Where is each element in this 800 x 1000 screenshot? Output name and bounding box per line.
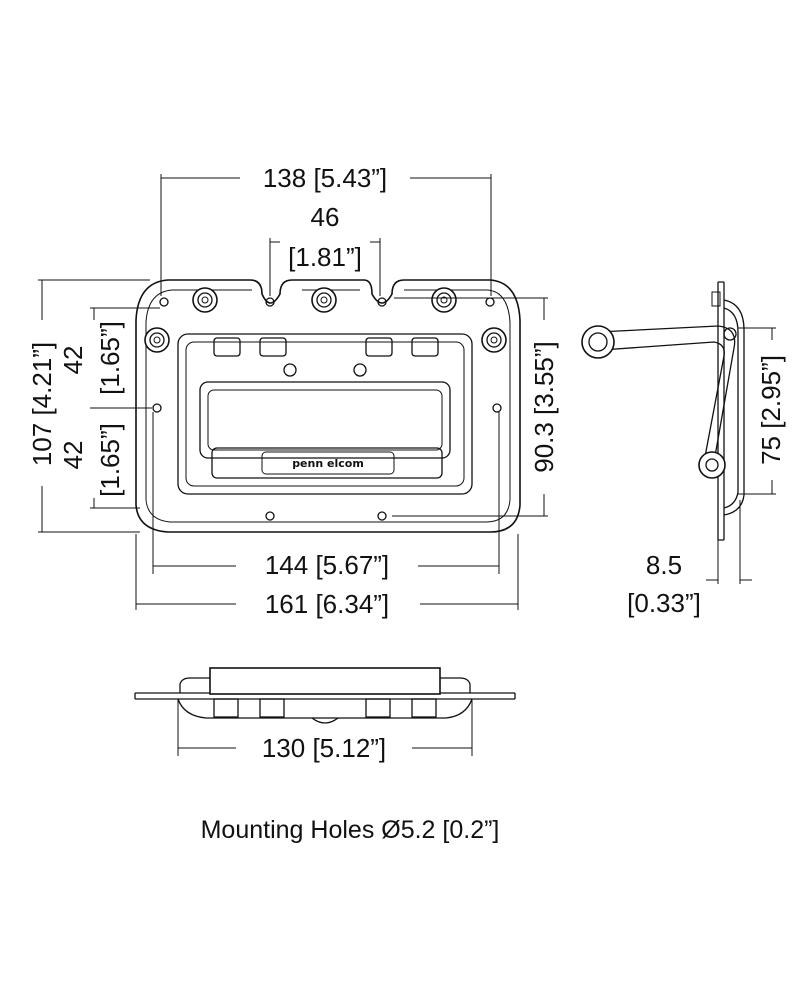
plan-view: 130 [5.12”] [134,667,516,763]
dim-bottom-width: 130 [5.12”] [177,700,473,763]
dim-upper-spacing: 42 [1.65”] [58,307,160,395]
dim-lower-spacing: 42 [1.65”] [58,407,152,509]
dim-top-width: 138 [5.43”] [160,163,492,296]
dim-side-height: 75 [2.95”] [738,327,786,495]
svg-text:75 [2.95”]: 75 [2.95”] [756,355,786,465]
bracket-tabs [213,337,439,357]
logo-bar [211,447,443,479]
dim-overall-height: 107 [4.21”] [27,279,150,533]
handle-recess-inner [185,341,465,487]
dim-overall-width: 161 [6.34”] [135,534,519,619]
handle-recess [177,333,473,495]
svg-text:[1.65”]: [1.65”] [95,423,125,497]
svg-text:144 [5.67”]: 144 [5.67”] [265,550,389,580]
svg-text:46: 46 [311,202,340,232]
dim-depth: 8.5 [0.33”] [627,500,752,618]
handle-grip [199,381,451,459]
svg-text:90.3 [3.55”]: 90.3 [3.55”] [529,341,559,473]
svg-text:[0.33”]: [0.33”] [627,588,701,618]
dim-center-spacing: 46 [1.81”] [269,202,381,296]
svg-text:8.5: 8.5 [646,550,682,580]
plan-brackets [213,698,437,718]
mounting-holes-caption: Mounting Holes Ø5.2 [0.2”] [201,816,500,844]
brand-logo: penn elcom [292,457,364,470]
svg-text:161 [6.34”]: 161 [6.34”] [265,589,389,619]
dim-right-height: 90.3 [3.55”] [392,297,559,517]
svg-text:[1.65”]: [1.65”] [95,321,125,395]
svg-text:130 [5.12”]: 130 [5.12”] [262,733,386,763]
svg-text:42: 42 [58,441,88,470]
side-view: 75 [2.95”] 8.5 [0.33”] [581,281,786,618]
svg-text:[1.81”]: [1.81”] [288,242,362,272]
handle-grip-inner [207,389,443,451]
svg-text:107 [4.21”]: 107 [4.21”] [27,342,57,466]
dim-inner-width: 144 [5.67”] [152,412,500,580]
svg-text:138 [5.43”]: 138 [5.43”] [263,163,387,193]
front-view: penn elcom 138 [5. [27,163,559,619]
rivet-bosses [144,287,507,353]
svg-text:42: 42 [58,346,88,375]
